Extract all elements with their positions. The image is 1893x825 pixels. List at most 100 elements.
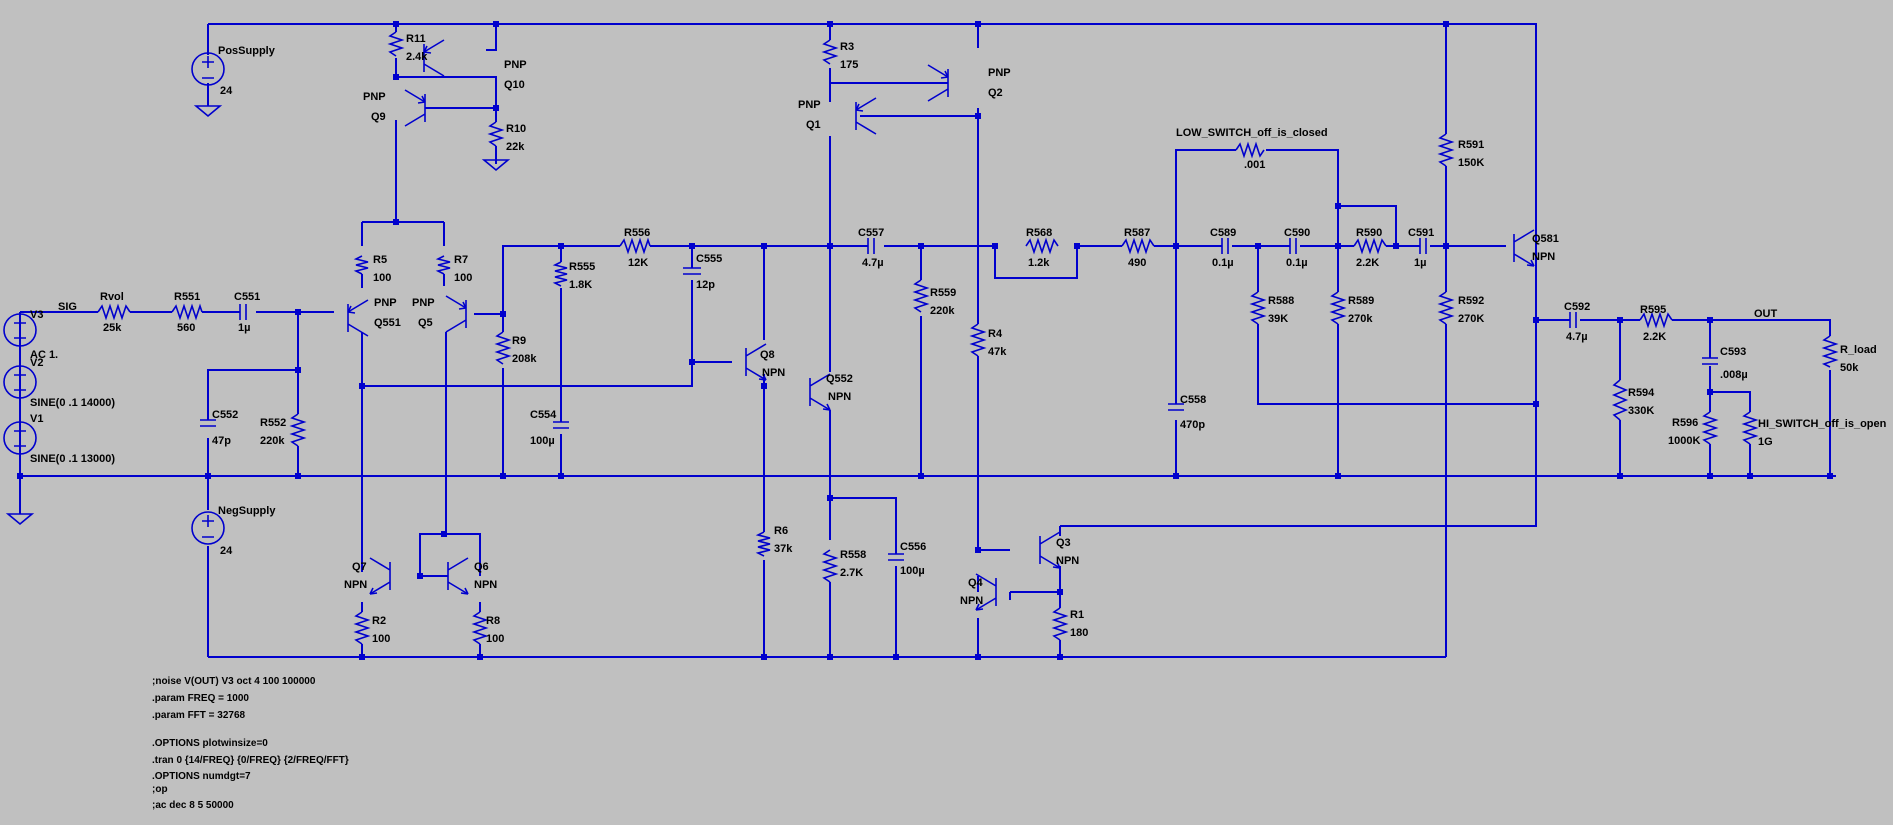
- junction-dot: [992, 243, 998, 249]
- r591-name: R591: [1458, 139, 1484, 151]
- ground-symbols: [5, 105, 511, 526]
- low-switch-value: .001: [1244, 159, 1265, 171]
- junction-dot: [689, 243, 695, 249]
- q8-type: NPN: [762, 367, 785, 379]
- junction-dot: [500, 473, 506, 479]
- r7-name: R7: [454, 254, 468, 266]
- c589-value: 0.1µ: [1212, 257, 1234, 269]
- r591-value: 150K: [1458, 157, 1484, 169]
- junction-dot: [975, 113, 981, 119]
- r551-value: 560: [177, 322, 195, 334]
- q9-type: PNP: [363, 91, 386, 103]
- q7-type: NPN: [344, 579, 367, 591]
- r551-name: R551: [174, 291, 200, 303]
- r595-name: R595: [1640, 304, 1666, 316]
- q7-name: Q7: [352, 561, 367, 573]
- c557-name: C557: [858, 227, 884, 239]
- junction-dot: [359, 383, 365, 389]
- junction-dot: [1533, 317, 1539, 323]
- junction-dot: [1335, 243, 1341, 249]
- transistor-symbol: [447, 557, 469, 595]
- junction-dot: [827, 243, 833, 249]
- r558-value: 2.7K: [840, 567, 863, 579]
- rvol-name: Rvol: [100, 291, 124, 303]
- r6-value: 37k: [774, 543, 793, 555]
- junction-dot: [761, 654, 767, 660]
- emitter-arrow: [417, 95, 426, 104]
- directive-7: ;op: [152, 784, 168, 795]
- junction-dot: [1707, 473, 1713, 479]
- pos-supply-name: PosSupply: [218, 45, 276, 57]
- junction-dot: [918, 243, 924, 249]
- q552-name: Q552: [826, 373, 853, 385]
- c555-value: 12p: [696, 279, 715, 291]
- r559-value: 220k: [930, 305, 955, 317]
- junction-dot: [493, 105, 499, 111]
- q551-type: PNP: [374, 297, 397, 309]
- hi-switch-value: 1G: [1758, 436, 1773, 448]
- r11-name: R11: [406, 33, 426, 45]
- r2-value: 100: [372, 633, 390, 645]
- junction-dot: [893, 654, 899, 660]
- r558-name: R558: [840, 549, 866, 561]
- c551-name: C551: [234, 291, 260, 303]
- c591-name: C591: [1408, 227, 1434, 239]
- junction-dot: [1173, 473, 1179, 479]
- c592-value: 4.7µ: [1566, 331, 1588, 343]
- c554-value: 100µ: [530, 435, 555, 447]
- resistor-symbols: [97, 31, 1839, 645]
- r568-value: 1.2k: [1028, 257, 1050, 269]
- neg-supply-name: NegSupply: [218, 505, 276, 517]
- c592-name: C592: [1564, 301, 1590, 313]
- transistor-symbol: [369, 557, 391, 595]
- c558-name: C558: [1180, 394, 1206, 406]
- c554-name: C554: [530, 409, 557, 421]
- net-out: OUT: [1754, 308, 1778, 320]
- c557-value: 4.7µ: [862, 257, 884, 269]
- v1-name: V1: [30, 413, 43, 425]
- q3-type: NPN: [1056, 555, 1079, 567]
- emitter-arrow: [940, 70, 949, 79]
- junction-dot: [558, 243, 564, 249]
- junction-dot: [1707, 317, 1713, 323]
- net-low-switch: LOW_SWITCH_off_is_closed: [1176, 127, 1328, 139]
- r8-value: 100: [486, 633, 504, 645]
- junction-dot: [1443, 243, 1449, 249]
- emitter-arrow: [855, 103, 864, 112]
- r555-name: R555: [569, 261, 595, 273]
- r10-value: 22k: [506, 141, 525, 153]
- c590-name: C590: [1284, 227, 1310, 239]
- q4-type: NPN: [960, 595, 983, 607]
- transistor-symbol: [1513, 229, 1535, 267]
- junction-dot: [827, 21, 833, 27]
- q5-name: Q5: [418, 317, 433, 329]
- r4-name: R4: [988, 328, 1003, 340]
- r8-name: R8: [486, 615, 500, 627]
- r596-name: R596: [1672, 417, 1698, 429]
- transistor-symbol: [445, 295, 467, 333]
- r595-value: 2.2K: [1643, 331, 1666, 343]
- q3-name: Q3: [1056, 537, 1071, 549]
- c593-name: C593: [1720, 346, 1746, 358]
- capacitor-symbols: [200, 238, 1718, 561]
- transistor-symbol: [809, 373, 831, 411]
- v3-name: V3: [30, 309, 43, 321]
- neg-supply-value: 24: [220, 545, 233, 557]
- net-sig: SIG: [58, 301, 77, 313]
- r9-name: R9: [512, 335, 526, 347]
- directive-1: ;noise V(OUT) V3 oct 4 100 100000: [152, 676, 316, 687]
- c551-value: 1µ: [238, 322, 250, 334]
- transistor-symbol: [1039, 531, 1061, 569]
- r9-value: 208k: [512, 353, 537, 365]
- v1-value: SINE(0 .1 13000): [30, 453, 115, 465]
- transistor-symbol: [975, 573, 997, 611]
- r3-value: 175: [840, 59, 858, 71]
- q1-type: PNP: [798, 99, 821, 111]
- r588-value: 39K: [1268, 313, 1288, 325]
- junction-dot: [1617, 317, 1623, 323]
- r590-value: 2.2K: [1356, 257, 1379, 269]
- r559-name: R559: [930, 287, 956, 299]
- junction-dot: [689, 359, 695, 365]
- junction-dot: [827, 495, 833, 501]
- junction-dot: [1335, 203, 1341, 209]
